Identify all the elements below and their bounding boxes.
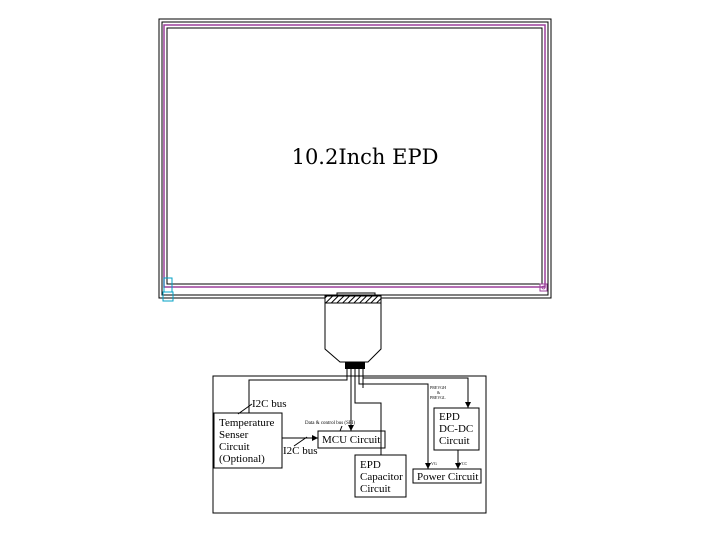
fpc-cable-outline <box>324 303 382 363</box>
temperature-sensor-block: Temperature Senser Circuit (Optional) <box>213 412 283 469</box>
fpc-connector-bottom <box>345 362 365 369</box>
dcdc-line-2: DC-DC <box>439 423 473 435</box>
temp-line-2: Senser <box>219 429 249 441</box>
fpc-hatched-bar <box>324 295 382 304</box>
temp-line-3: Circuit <box>219 441 250 453</box>
dcdc-line-3: Circuit <box>439 435 470 447</box>
epd-panel: 10.2Inch EPD <box>158 18 552 302</box>
amp-label: & <box>437 390 441 395</box>
arrowheads <box>312 402 471 469</box>
dcdc-line-1: EPD <box>439 411 460 423</box>
panel-inner-frame <box>166 27 543 285</box>
cap-line-2: Capacitor <box>360 471 403 483</box>
prevgh-label: PREVGH <box>430 385 446 390</box>
corner-marker-right <box>539 283 548 292</box>
mcu-label: MCU Circuit <box>322 434 380 446</box>
epd-dcdc-block: EPD DC-DC Circuit <box>433 407 480 451</box>
corner-marker-left <box>163 277 173 293</box>
power-circuit-block: Power Circuit <box>412 468 482 484</box>
panel-title: 10.2Inch EPD <box>292 145 439 169</box>
vcc-label: VCC <box>459 461 468 466</box>
data-control-bus-label: Data & control bus (SPI) <box>305 421 355 426</box>
i2c-bus-label-bottom: I2C bus <box>283 445 318 457</box>
vg-label: VG <box>431 461 437 466</box>
corner-marker-right-dot <box>541 285 546 290</box>
corner-marker-left-tab <box>162 291 174 302</box>
fpc-cable <box>324 292 382 369</box>
i2c-bus-label-top: I2C bus <box>252 398 287 410</box>
temp-line-1: Temperature <box>219 417 275 429</box>
cap-line-3: Circuit <box>360 483 391 495</box>
epd-capacitor-block: EPD Capacitor Circuit <box>354 454 407 498</box>
wires <box>237 369 469 469</box>
temp-line-4: (Optional) <box>219 453 265 465</box>
mcu-block: MCU Circuit <box>317 430 386 449</box>
cap-line-1: EPD <box>360 459 381 471</box>
panel-frame-2 <box>161 21 549 296</box>
power-label: Power Circuit <box>417 471 478 483</box>
prevgl-label: PREVGL <box>430 395 446 400</box>
controller-board-outline <box>212 375 487 514</box>
